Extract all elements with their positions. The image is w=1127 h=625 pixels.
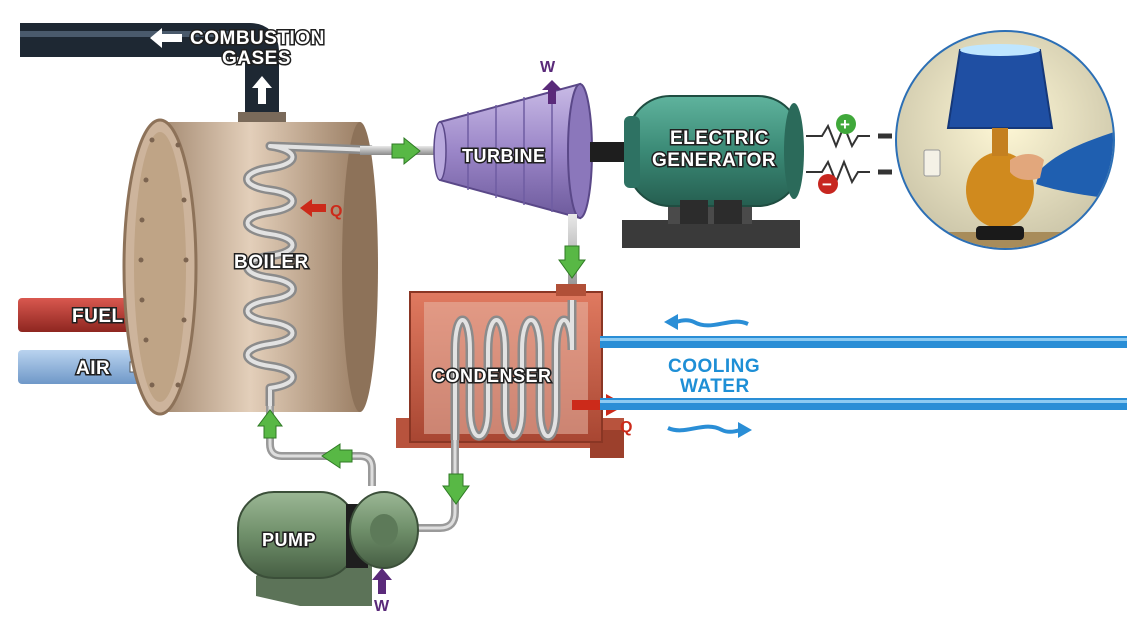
cooling-water-label-line1: COOLING [668,356,760,377]
heat-out-label: Q [620,419,632,436]
wall-outlet-icon [923,149,941,177]
positive-terminal-icon: + [836,114,856,134]
combustion-gases-label-line1: COMBUSTION [190,28,325,49]
air-label: AIR [76,358,110,379]
generator-label-line1: ELECTRIC [670,128,769,149]
boiler-heating-coil [243,141,373,406]
flow-arrow-condenser-pump-icon [442,473,470,505]
feedwater-pipe [266,406,376,486]
condenser-label: CONDENSER [432,366,552,386]
flow-arrow-pump-boiler-icon [321,443,353,469]
hand-icon [1036,130,1113,200]
lampshade-icon [946,49,1054,129]
flow-arrow-turbine-condenser-icon [558,245,586,279]
work-in-arrow-icon [372,568,392,594]
exhaust-arrow-up-icon [252,76,272,104]
pump-label: PUMP [262,530,316,550]
electric-generator [622,95,804,248]
cooling-water-label-line2: WATER [680,376,750,397]
negative-terminal-icon: − [818,174,838,194]
negative-sign: − [822,175,832,194]
boiler-label: BOILER [234,252,309,273]
cooling-water-out-arrow-icon [667,422,752,438]
turbine-shaft [590,142,630,162]
work-out-arrow-icon [542,80,562,104]
flow-arrow-steam-icon [391,136,421,166]
work-out-label: W [540,59,556,76]
pump [237,491,419,606]
turbine-label: TURBINE [462,146,546,166]
lamp-scene [895,30,1115,250]
fuel-label: FUEL [72,306,124,327]
exhaust-arrow-left-icon [150,28,182,48]
condenser-coil [450,300,577,441]
electrical-leads [806,123,892,185]
heat-in-label: Q [330,203,342,220]
positive-sign: + [840,115,850,134]
generator-label-line2: GENERATOR [652,150,776,171]
flow-arrow-into-boiler-icon [257,409,283,439]
heat-in-arrow-icon [300,199,326,217]
combustion-gases-label-line2: GASES [222,48,291,69]
cooling-water-pipes [600,336,1127,410]
cooling-water-in-arrow-icon [664,314,749,330]
work-in-label: W [374,598,390,615]
